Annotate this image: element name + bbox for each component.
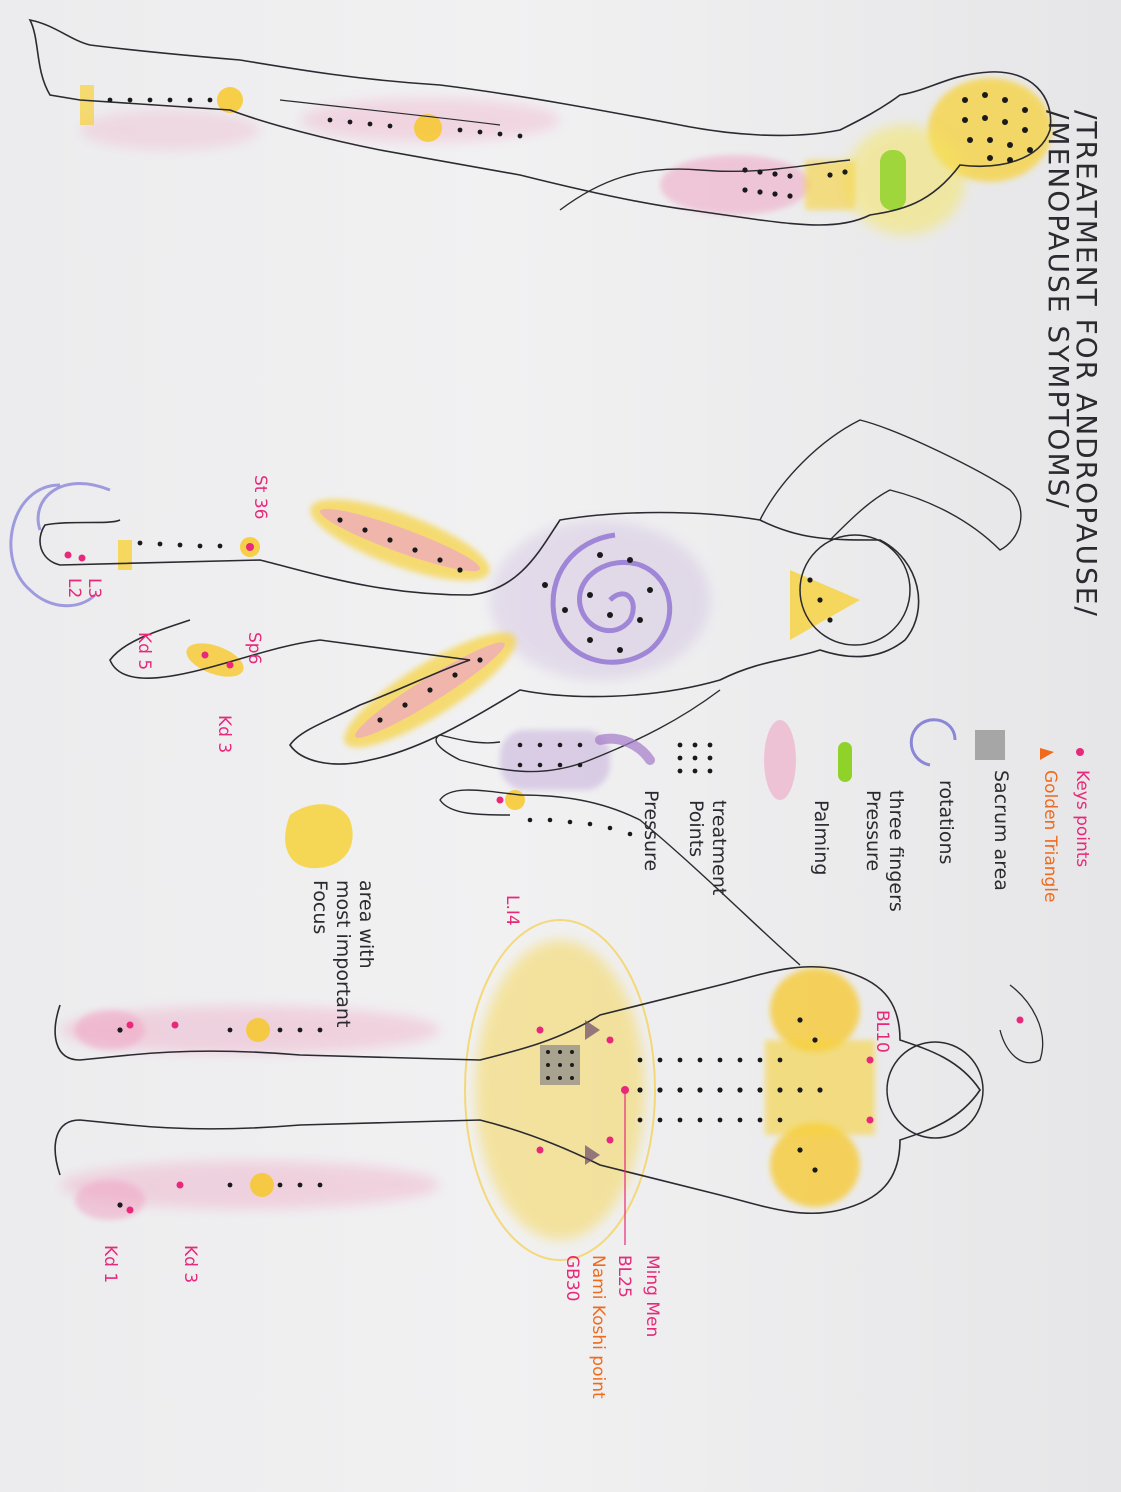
legend-keys-points-label: Keys points [1073, 770, 1090, 867]
label-bl25: BL25 [615, 1255, 632, 1298]
label-nami-koshi: Nami Koshi point [589, 1255, 606, 1399]
legend-treatment-label-1: treatment [709, 800, 728, 895]
back-head-outline [887, 1042, 983, 1138]
side-view-figure [30, 20, 1052, 235]
legend-rotations-label: rotations [936, 780, 955, 864]
label-kd3-front: Kd 3 [215, 715, 232, 753]
key-area-calf-1 [246, 1018, 270, 1042]
legend-rotation-swatch [911, 720, 955, 765]
legend-treatment-label-2: Points [686, 800, 705, 857]
focus-area-hips [475, 940, 645, 1240]
key-area-knee [414, 114, 442, 142]
legend-three-fingers-swatch [838, 742, 852, 782]
legend-three-fingers-label-2: Pressure [863, 790, 882, 871]
back-arm-outline [440, 790, 800, 965]
back-hand-foot-outline [1000, 985, 1043, 1063]
label-kd3-back: Kd 3 [181, 1245, 198, 1283]
pressure-area-forearm [500, 730, 610, 790]
focus-area-shoulder [805, 160, 855, 210]
legend-pressure-label: Pressure [641, 790, 660, 871]
palming-foot-2 [75, 1180, 145, 1220]
label-li4: L.I4 [503, 895, 520, 926]
front-arm-outline [760, 420, 1021, 550]
label-kd5: Kd 5 [135, 632, 152, 670]
focus-band-ankle [80, 85, 94, 125]
legend-three-fingers-label-1: three fingers [886, 790, 905, 912]
legend-palming-swatch [764, 720, 796, 800]
focus-area-shoulder-bottom [770, 1123, 860, 1207]
legend-sacrum-swatch [975, 730, 1005, 760]
legend-palming-label: Palming [811, 800, 830, 875]
palming-calf [80, 110, 260, 150]
legend-golden-triangle-label: Golden Triangle [1041, 770, 1058, 903]
label-st36: St 36 [251, 475, 268, 520]
front-view-figure [11, 420, 1021, 790]
legend-golden-triangle-swatch [1040, 748, 1054, 760]
legend-treatment-dots-swatch [678, 743, 713, 774]
pressure-area-abdomen [490, 520, 710, 680]
label-gb30: GB30 [563, 1255, 580, 1301]
palming-foot-1 [75, 1010, 145, 1050]
label-bl10: BL10 [873, 1010, 890, 1053]
legend-sacrum-area-label: Sacrum area [991, 770, 1010, 891]
label-ming-men: Ming Men [643, 1255, 660, 1337]
focus-band-ankle-front [118, 540, 132, 570]
legend-focus-label-2: most important [333, 880, 352, 1027]
label-sp6: Sp6 [245, 632, 262, 664]
title-line-2: /MENOPAUSE SYMPTOMS/ [1044, 110, 1072, 510]
label-l3: L3 [85, 578, 102, 598]
legend-focus-label-3: Focus [310, 880, 329, 934]
three-fingers-neck [880, 150, 906, 210]
legend-focus-label-1: area with [356, 880, 375, 969]
title-line-1: /TREATMENT FOR ANDROPAUSE/ [1072, 110, 1100, 618]
legend-focus-swatch [285, 804, 352, 868]
legend-keys-point-swatch [1076, 748, 1084, 756]
label-kd1: Kd 1 [101, 1245, 118, 1283]
key-area-calf-2 [250, 1173, 274, 1197]
palming-back [660, 155, 810, 215]
label-l2: L2 [65, 578, 82, 598]
